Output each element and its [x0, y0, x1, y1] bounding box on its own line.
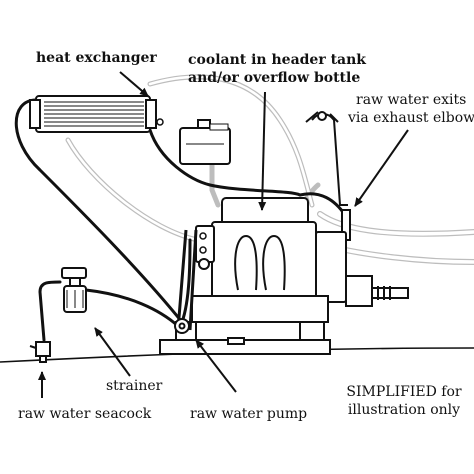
engine-block-icon — [159, 197, 409, 355]
seacock-label: raw water seacock — [18, 406, 152, 422]
coolant-label-line1: coolant in header tank — [188, 52, 367, 68]
heat-exchanger-label: heat exchanger — [36, 50, 157, 66]
note-line2: illustration only — [347, 402, 461, 418]
raw-exit-label-line1: raw water exits — [356, 92, 467, 108]
seacock-icon — [29, 341, 51, 363]
belt-pulleys — [176, 229, 210, 331]
raw-exit-label-line2: via exhaust elbow — [348, 110, 474, 126]
pump-label: raw water pump — [190, 406, 308, 422]
note-line1: SIMPLIFIED for — [346, 384, 462, 400]
arrow-icon — [38, 71, 409, 398]
raw-water-hoses — [14, 98, 347, 342]
header-tank-icon — [179, 119, 231, 165]
pump-icon — [174, 318, 190, 334]
strainer-label: strainer — [106, 378, 163, 394]
heat-exchanger-icon — [29, 95, 164, 133]
strainer-icon — [61, 267, 87, 313]
coolant-label-line2: and/or overflow bottle — [188, 70, 361, 86]
